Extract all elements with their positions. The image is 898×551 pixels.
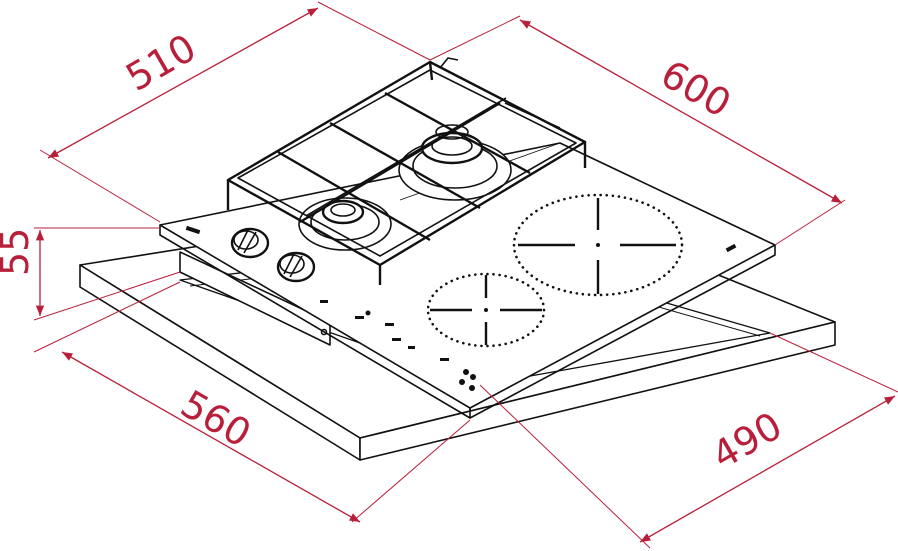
brand-mark	[725, 243, 737, 253]
control-dot	[365, 310, 371, 316]
control-dot	[463, 369, 469, 375]
hob	[159, 57, 776, 419]
dimension-55	[33, 227, 181, 321]
screw-icon	[320, 328, 328, 336]
label-600: 600	[654, 52, 739, 126]
dimension-490	[479, 332, 898, 549]
induction-zone-large	[512, 193, 684, 297]
pan-support	[226, 57, 587, 285]
control-symbol	[355, 316, 364, 319]
burner-large	[398, 124, 512, 201]
label-560: 560	[174, 382, 259, 456]
label-490: 490	[705, 403, 790, 477]
burner-small	[298, 197, 392, 251]
control-symbol	[320, 300, 328, 303]
control-symbol	[440, 358, 449, 361]
control-symbol	[385, 323, 394, 326]
label-55: 55	[0, 228, 37, 276]
control-symbol	[392, 338, 401, 341]
dimension-600	[429, 15, 846, 246]
logo-mark	[185, 225, 201, 235]
label-510: 510	[119, 25, 204, 99]
dimension-510	[39, 1, 431, 223]
induction-zone-small	[426, 272, 546, 348]
control-symbol	[408, 346, 415, 349]
touch-controls	[320, 300, 476, 391]
gas-knob-left	[230, 227, 270, 259]
control-dot	[459, 379, 465, 385]
gas-knob-right	[276, 251, 316, 283]
control-dot	[469, 385, 475, 391]
control-dot	[470, 374, 476, 380]
dimension-560	[33, 281, 471, 523]
